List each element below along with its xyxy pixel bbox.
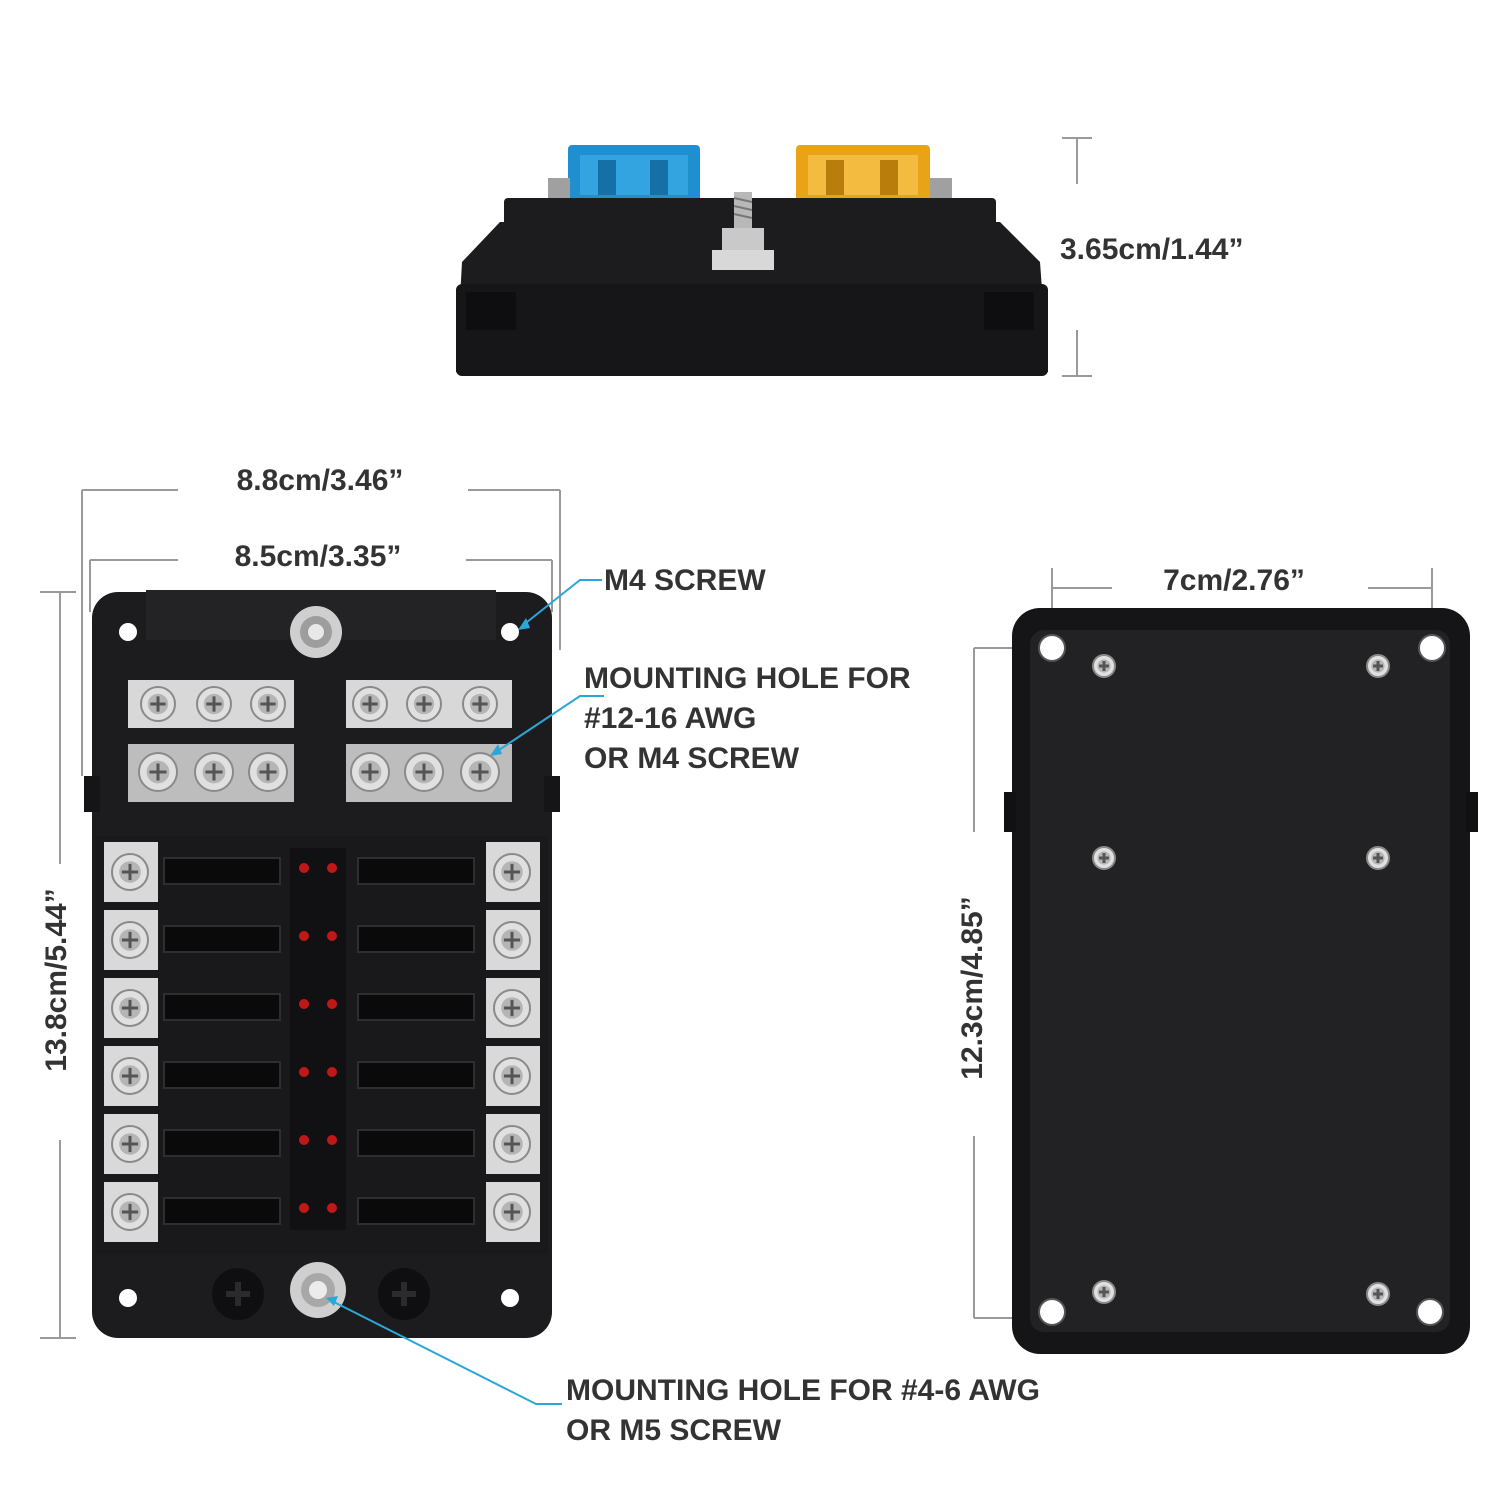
mounting-hole-icon <box>1038 634 1066 662</box>
led-indicator-icon <box>299 1203 309 1213</box>
bus-screw-icon <box>404 752 444 792</box>
front-height-label: 13.8cm/5.44” <box>40 888 73 1071</box>
bus-screw-icon <box>250 686 286 722</box>
bus-screw-icon <box>352 686 388 722</box>
back-height-label: 12.3cm/4.85” <box>956 896 989 1079</box>
front-height-dimension <box>40 591 76 1339</box>
m4-screw-callout: M4 SCREW <box>604 564 766 597</box>
back-screw-icon <box>1092 846 1116 870</box>
bus-screw-icon <box>194 752 234 792</box>
back-screw-icon <box>1092 654 1116 678</box>
callout-leaders <box>329 579 604 1405</box>
terminal-screw-icon <box>493 1057 531 1095</box>
fuse-slot <box>163 925 281 953</box>
fuse-slot-row <box>104 1046 540 1106</box>
bottom-stud-icon <box>290 1262 346 1318</box>
back-panel-screws <box>1092 654 1390 1306</box>
led-indicator-icon <box>327 931 337 941</box>
large-hole-callout-line-2: OR M5 SCREW <box>566 1414 782 1447</box>
outer-width-dimension <box>81 489 561 776</box>
led-indicator-icon <box>327 863 337 873</box>
fuse-slot <box>163 1129 281 1157</box>
blue-fuse-icon <box>568 145 700 203</box>
fuse-slot <box>357 925 475 953</box>
terminal-screw-icon <box>493 1193 531 1231</box>
mounting-hole-icon <box>1418 634 1446 662</box>
back-screw-icon <box>1366 654 1390 678</box>
terminal-screw-icon <box>111 1057 149 1095</box>
small-hole-callout-line-1: MOUNTING HOLE FOR <box>584 662 911 695</box>
fuse-slot <box>357 993 475 1021</box>
fuse-slot <box>163 1061 281 1089</box>
terminal-screw-icon <box>111 921 149 959</box>
back-mounting-holes <box>1038 634 1446 1326</box>
callout-arrowheads <box>326 618 530 1306</box>
fuse-slot <box>163 993 281 1021</box>
fuse-slot-row <box>104 1182 540 1242</box>
led-indicator-icon <box>299 1135 309 1145</box>
top-stud-icon <box>290 606 342 658</box>
fuse-slot-row <box>104 842 540 902</box>
small-hole-callout-line-2: #12-16 AWG <box>584 702 756 735</box>
terminal-screw-icon <box>493 853 531 891</box>
led-indicator-icon <box>327 1067 337 1077</box>
terminal-screw-icon <box>111 853 149 891</box>
corner-mounting-holes <box>119 623 519 1307</box>
back-screw-icon <box>1366 846 1390 870</box>
bus-screw-icon <box>350 752 390 792</box>
stud-bolt-icon <box>712 192 774 270</box>
led-indicator-icon <box>299 863 309 873</box>
led-indicator-icon <box>327 999 337 1009</box>
bus-screw-icon <box>406 686 442 722</box>
bus-screw-icon <box>460 752 500 792</box>
fuse-slot-row <box>104 978 540 1038</box>
led-indicator-icon <box>327 1203 337 1213</box>
led-indicator-icon <box>299 999 309 1009</box>
back-screw-icon <box>1092 1280 1116 1304</box>
fuse-slot-row <box>104 1114 540 1174</box>
fuse-slot-row <box>104 910 540 970</box>
fuse-slot <box>357 857 475 885</box>
inner-width-label: 8.5cm/3.35” <box>235 540 402 573</box>
fuse-slot <box>357 1061 475 1089</box>
bus-screw-icon <box>138 752 178 792</box>
large-hole-callout-line-1: MOUNTING HOLE FOR #4-6 AWG <box>566 1374 1040 1407</box>
fuse-slot <box>163 1197 281 1225</box>
side-height-dimension <box>1062 137 1092 377</box>
side-view: 3.65cm/1.44” <box>456 137 1243 377</box>
terminal-screw-icon <box>493 1125 531 1163</box>
back-view: 7cm/2.76” 12.3cm/4.85” <box>956 564 1478 1354</box>
fuse-slot <box>357 1129 475 1157</box>
bus-screw-icon <box>248 752 288 792</box>
outer-width-label: 8.8cm/3.46” <box>237 464 404 497</box>
bus-screw-icon <box>140 686 176 722</box>
small-hole-callout-line-3: OR M4 SCREW <box>584 742 800 775</box>
fuse-slot <box>163 857 281 885</box>
yellow-fuse-icon <box>796 145 930 203</box>
back-width-label: 7cm/2.76” <box>1163 564 1305 597</box>
bus-screw-icon <box>462 686 498 722</box>
bus-screw-icon <box>196 686 232 722</box>
led-indicator-icon <box>299 931 309 941</box>
front-view: 8.8cm/3.46” 8.5cm/3.35” 13.8cm/5.44” <box>40 464 561 1339</box>
terminal-screw-icon <box>493 989 531 1027</box>
led-indicator-icon <box>299 1067 309 1077</box>
terminal-screw-icon <box>493 921 531 959</box>
mounting-hole-icon <box>1038 1298 1066 1326</box>
bottom-plus-marks <box>212 1268 430 1320</box>
mounting-hole-icon <box>1416 1298 1444 1326</box>
side-height-label: 3.65cm/1.44” <box>1060 233 1243 266</box>
back-screw-icon <box>1366 1282 1390 1306</box>
terminal-screw-icon <box>111 989 149 1027</box>
fuse-slot <box>357 1197 475 1225</box>
bus-bar-screws <box>138 686 500 792</box>
terminal-screw-icon <box>111 1125 149 1163</box>
fuse-slot-rows <box>104 842 540 1242</box>
terminal-screw-icon <box>111 1193 149 1231</box>
led-indicator-icon <box>327 1135 337 1145</box>
